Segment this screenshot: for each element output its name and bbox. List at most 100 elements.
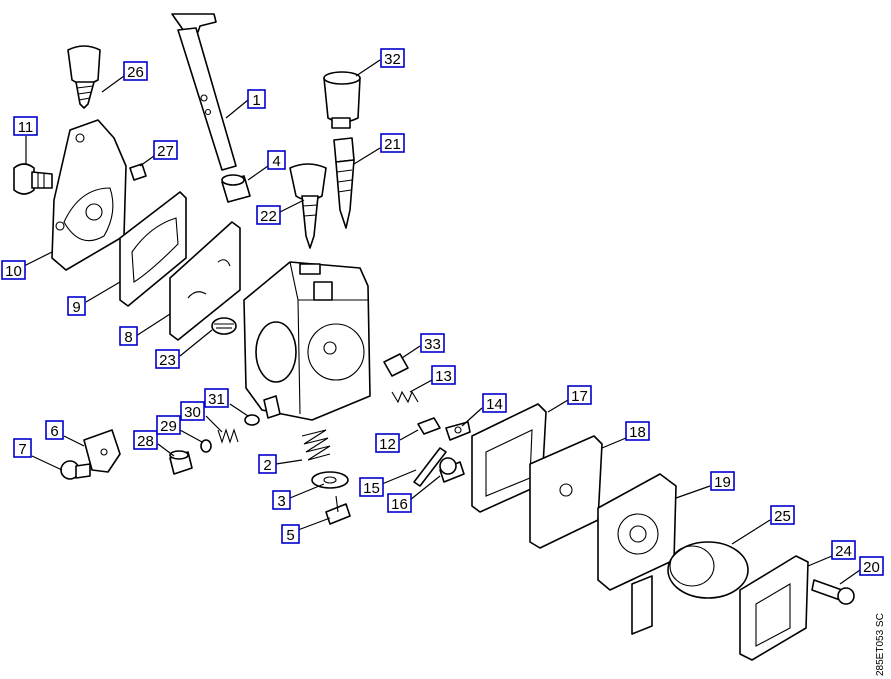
part-purge-bulb xyxy=(667,541,749,599)
callout-33: 33 xyxy=(420,333,445,353)
leader-lines xyxy=(23,59,861,585)
part-washer xyxy=(311,471,349,489)
callout-3: 3 xyxy=(272,490,291,510)
svg-text:20: 20 xyxy=(863,559,880,576)
part-inlet-lever xyxy=(445,421,471,441)
callout-22: 22 xyxy=(256,205,281,225)
svg-text:9: 9 xyxy=(72,299,80,316)
callout-27: 27 xyxy=(153,140,178,160)
svg-text:18: 18 xyxy=(629,424,646,441)
part-fuel-screen xyxy=(211,317,237,335)
part-drawings xyxy=(13,13,855,661)
svg-text:22: 22 xyxy=(260,208,277,225)
svg-text:27: 27 xyxy=(157,143,174,160)
part-plug xyxy=(383,353,409,377)
callout-20: 20 xyxy=(859,556,884,576)
callout-19: 19 xyxy=(710,471,735,491)
part-idle-screw xyxy=(325,495,351,525)
callout-25: 25 xyxy=(770,505,795,525)
part-pin xyxy=(129,163,147,181)
part-governor-spring xyxy=(301,429,331,461)
part-pump-diaphragm xyxy=(169,221,241,341)
svg-text:21: 21 xyxy=(384,136,401,153)
svg-text:12: 12 xyxy=(379,436,396,453)
callout-23: 23 xyxy=(155,349,180,369)
callout-17: 17 xyxy=(567,385,592,405)
callout-6: 6 xyxy=(45,420,64,440)
callout-29: 29 xyxy=(156,415,181,435)
reference-code: 285ET053 SC xyxy=(875,613,886,676)
svg-text:33: 33 xyxy=(424,336,441,353)
callout-1: 1 xyxy=(247,89,266,109)
callout-28: 28 xyxy=(133,430,158,450)
svg-text:19: 19 xyxy=(714,474,731,491)
svg-text:16: 16 xyxy=(391,496,408,513)
part-throttle-shaft xyxy=(171,13,237,171)
part-bulb-screw xyxy=(811,579,855,605)
svg-text:32: 32 xyxy=(384,51,401,68)
callout-9: 9 xyxy=(67,296,86,316)
callout-16: 16 xyxy=(387,493,412,513)
part-needle-low xyxy=(289,163,327,249)
callout-10: 10 xyxy=(1,260,26,280)
callout-21: 21 xyxy=(380,133,405,153)
svg-text:23: 23 xyxy=(159,352,176,369)
callout-32: 32 xyxy=(380,48,405,68)
callout-14: 14 xyxy=(482,393,507,413)
part-inlet-spring xyxy=(391,390,419,404)
callout-2: 2 xyxy=(258,454,277,474)
svg-text:30: 30 xyxy=(184,404,201,421)
callout-31: 31 xyxy=(204,388,229,408)
callout-15: 15 xyxy=(359,477,384,497)
svg-text:1: 1 xyxy=(252,92,260,109)
part-spring-small xyxy=(217,428,239,444)
part-bushing xyxy=(221,174,251,203)
part-screw-cover xyxy=(13,163,53,195)
part-retaining-plate xyxy=(739,555,809,661)
callout-labels: 1 2 3 4 5 6 7 8 9 10 11 12 13 14 15 16 1… xyxy=(1,48,884,576)
svg-text:8: 8 xyxy=(124,329,132,346)
callout-4: 4 xyxy=(267,150,286,170)
svg-text:6: 6 xyxy=(50,423,58,440)
svg-text:26: 26 xyxy=(127,64,144,81)
svg-text:24: 24 xyxy=(835,543,852,560)
part-lever-pin xyxy=(413,447,447,487)
callout-18: 18 xyxy=(625,421,650,441)
part-metering-cover xyxy=(597,473,677,635)
part-lever-screw xyxy=(439,457,465,483)
svg-text:3: 3 xyxy=(277,493,285,510)
svg-text:15: 15 xyxy=(363,480,380,497)
svg-text:28: 28 xyxy=(137,433,154,450)
part-plug-small xyxy=(169,450,193,475)
callout-30: 30 xyxy=(180,401,205,421)
part-plate-screw xyxy=(60,460,91,480)
svg-text:7: 7 xyxy=(18,441,26,458)
part-pump-cover xyxy=(51,119,127,271)
svg-text:10: 10 xyxy=(5,263,22,280)
callout-8: 8 xyxy=(119,326,138,346)
callout-12: 12 xyxy=(375,433,400,453)
svg-text:31: 31 xyxy=(208,391,225,408)
part-limiter-cap xyxy=(323,71,361,129)
callout-26: 26 xyxy=(123,61,148,81)
callout-24: 24 xyxy=(831,540,856,560)
svg-text:17: 17 xyxy=(571,388,588,405)
svg-text:2: 2 xyxy=(263,457,271,474)
part-o-ring xyxy=(200,439,212,453)
svg-text:29: 29 xyxy=(160,418,177,435)
callout-13: 13 xyxy=(431,365,456,385)
part-adjusting-screw-top xyxy=(67,45,101,109)
svg-text:4: 4 xyxy=(272,153,280,170)
callout-11: 11 xyxy=(13,116,38,136)
part-needle-high xyxy=(333,137,355,229)
svg-text:11: 11 xyxy=(18,119,34,136)
part-carburetor-body xyxy=(243,261,371,421)
part-inlet-needle xyxy=(417,417,441,435)
svg-text:13: 13 xyxy=(435,368,452,385)
svg-text:14: 14 xyxy=(486,396,503,413)
svg-text:25: 25 xyxy=(774,508,791,525)
part-small-washer xyxy=(244,414,260,426)
callout-5: 5 xyxy=(281,524,300,544)
part-gasket-pump xyxy=(119,191,187,307)
